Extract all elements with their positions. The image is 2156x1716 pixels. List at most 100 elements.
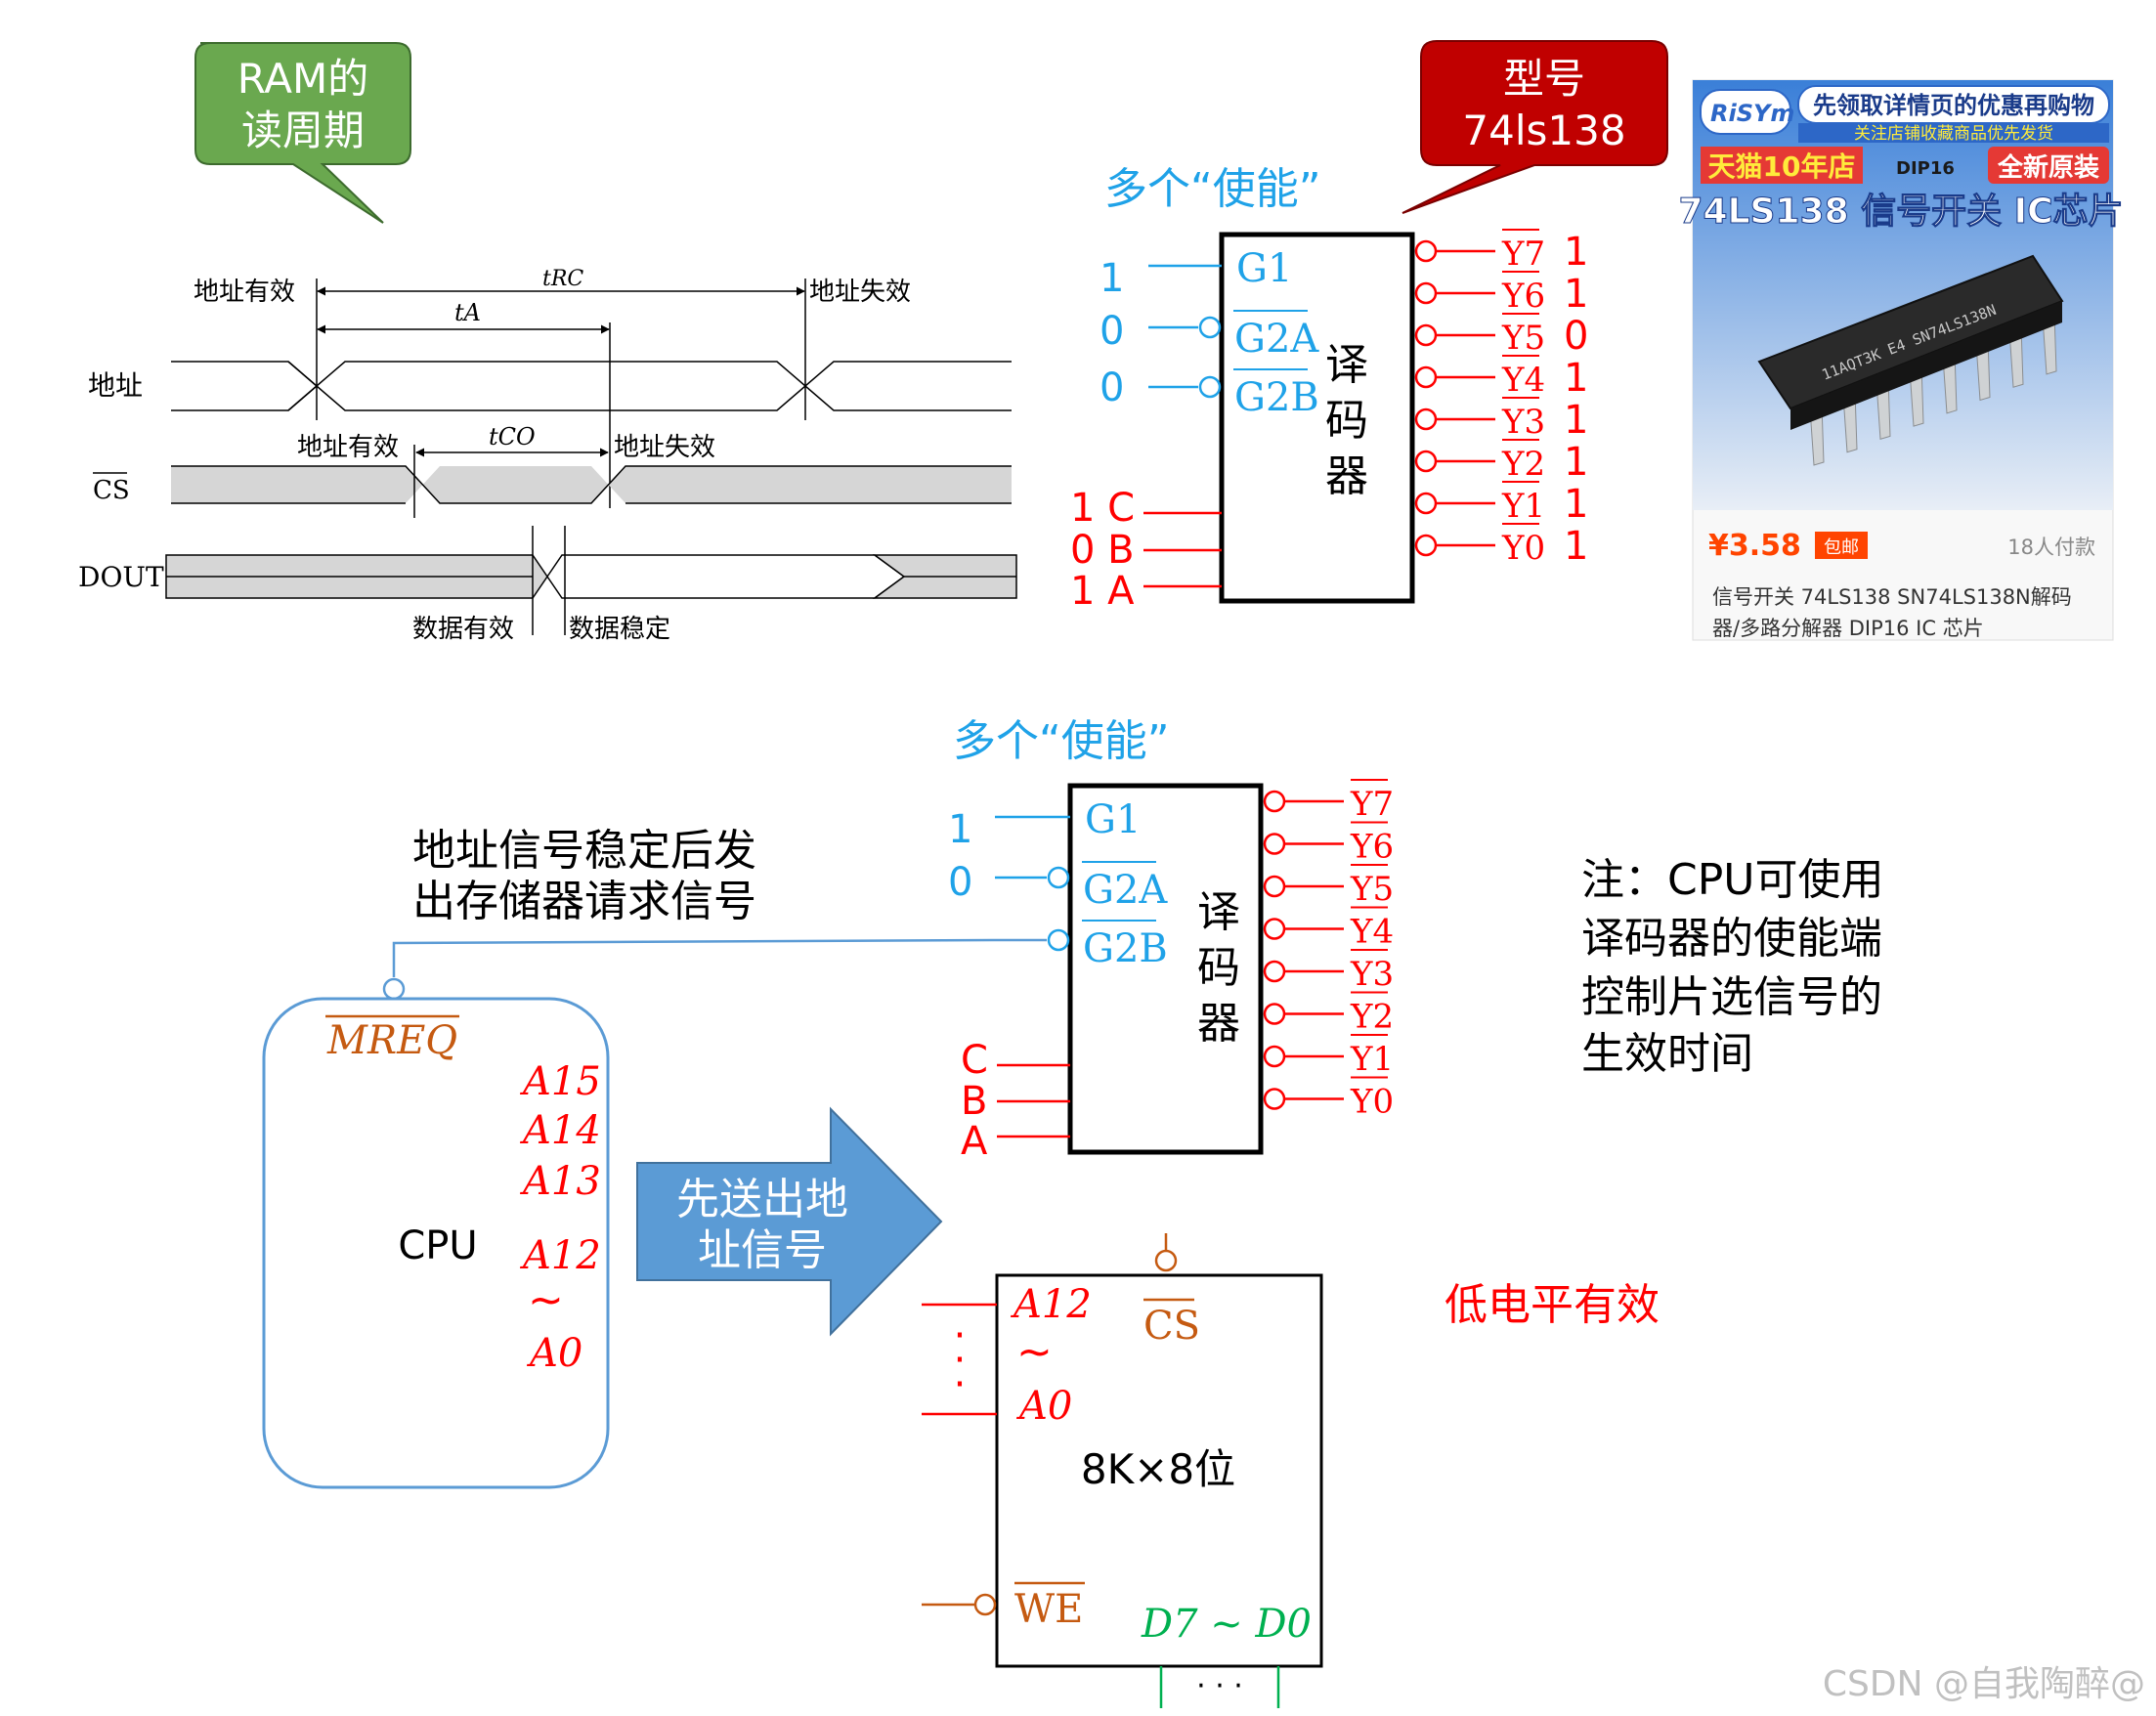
decoder-top-pin-bubble bbox=[1414, 492, 1438, 515]
decoder-title-top-3: 器 bbox=[1325, 451, 1368, 501]
decoder-top-box bbox=[1219, 232, 1415, 604]
csdn-watermark: CSDN @自我陶醉@ bbox=[1823, 1664, 2145, 1704]
decoder-bottom-pin-bubble bbox=[1263, 875, 1286, 898]
mem-cs: CS bbox=[1143, 1304, 1200, 1349]
cpu-a13: A13 bbox=[519, 1159, 601, 1204]
cpu-box bbox=[262, 997, 610, 1489]
decoder-bottom-output-label: Y4 bbox=[1350, 913, 1394, 952]
decoder-title-bottom-3: 器 bbox=[1197, 999, 1240, 1049]
decoder-bottom: 多个“使能” G1 G2A G2B 1 0 C B A 译 码 器 Y7Y6Y5… bbox=[948, 716, 1394, 1164]
g2b-label-bottom: G2B bbox=[1083, 926, 1168, 971]
arrow-line-2: 址信号 bbox=[698, 1225, 827, 1275]
brand-logo: RiSYm bbox=[1710, 100, 1794, 127]
side-note-line-1: 注：CPU可使用 bbox=[1581, 855, 1883, 905]
shipping-tag: 包邮 bbox=[1824, 537, 1859, 558]
decoder-bottom-pin-bubble bbox=[1263, 790, 1286, 813]
cpu-a15: A15 bbox=[519, 1059, 601, 1104]
decoder-bottom-output-label: Y7 bbox=[1350, 785, 1394, 824]
decoder-bottom-pin-bubble bbox=[1263, 918, 1286, 940]
memory-box bbox=[995, 1273, 1323, 1668]
data-stable-label: 数据稳定 bbox=[569, 615, 670, 644]
decoder-top-pin-bubble bbox=[1414, 408, 1438, 431]
decoder-bottom-pin-bubble bbox=[1263, 833, 1286, 855]
addr-invalid-label-2: 地址失效 bbox=[614, 433, 715, 462]
g2a-value-top: 0 bbox=[1100, 309, 1124, 354]
decoder-top-output-label: Y1 bbox=[1501, 487, 1545, 526]
g2b-value-top: 0 bbox=[1100, 365, 1124, 410]
decoder-top-pin-bubble bbox=[1414, 323, 1438, 347]
g2b-label-top: G2B bbox=[1234, 375, 1319, 420]
decoder-top-pin-bubble bbox=[1414, 365, 1438, 389]
decoder-top-output-value: 1 bbox=[1564, 230, 1588, 275]
callout-ram-read: RAM的 读周期 bbox=[194, 42, 411, 224]
cpu-a0: A0 bbox=[526, 1331, 582, 1376]
decoder-top-pin-bubble bbox=[1414, 239, 1438, 263]
c-input-bottom: C bbox=[961, 1038, 988, 1083]
mem-dot-3: · bbox=[954, 1362, 967, 1407]
cpu-note-line-1: 地址信号稳定后发 bbox=[412, 826, 756, 876]
mreq-wire bbox=[392, 938, 1047, 977]
decoder-top-pin-bubble bbox=[1414, 534, 1438, 557]
b-input-top: 0 B bbox=[1070, 528, 1135, 573]
decoder-title-top-1: 译 bbox=[1325, 340, 1368, 390]
a-input-top: 1 A bbox=[1070, 569, 1135, 614]
g1-value-bottom: 1 bbox=[948, 807, 972, 852]
arrow-line-1: 先送出地 bbox=[676, 1175, 848, 1224]
mem-a0: A0 bbox=[1015, 1384, 1072, 1429]
data-valid-label: 数据有效 bbox=[412, 615, 514, 644]
cpu-a14: A14 bbox=[519, 1108, 601, 1153]
product-desc-2: 器/多路分解器 DIP16 IC 芯片 bbox=[1712, 617, 1984, 640]
decoder-top-output-value: 0 bbox=[1564, 314, 1588, 359]
memory-chip: · · · A12 ~ A0 CS 8K×8位 WE D7 ~ D0 · · · bbox=[922, 1233, 1323, 1708]
decoder-bottom-box bbox=[1067, 783, 1264, 1155]
c-input-top: 1 C bbox=[1070, 486, 1135, 531]
cpu-block: 地址信号稳定后发 出存储器请求信号 MREQ A15 A14 A13 A12 ~… bbox=[262, 826, 1047, 1489]
callout-model: 型号 74ls138 bbox=[1401, 40, 1668, 214]
decoder-top-output-label: Y6 bbox=[1501, 277, 1545, 316]
cpu-tilde: ~ bbox=[528, 1275, 564, 1325]
decoder-top-output-value: 1 bbox=[1564, 440, 1588, 485]
addr-valid-label-2: 地址有效 bbox=[297, 433, 399, 462]
decoder-bottom-pin-bubble bbox=[1263, 1003, 1286, 1025]
callout-model-line2: 74ls138 bbox=[1462, 107, 1625, 154]
product-desc-1: 信号开关 74LS138 SN74LS138N解码 bbox=[1712, 585, 2072, 609]
decoder-bottom-output-label: Y2 bbox=[1350, 998, 1394, 1037]
decoder-title-top-2: 码 bbox=[1325, 396, 1368, 446]
product-card: RiSYm 先领取详情页的优惠再购物 关注店铺收藏商品优先发货 天猫10年店 D… bbox=[1678, 79, 2124, 641]
package-tag: DIP16 bbox=[1896, 158, 1955, 179]
mem-data-ellipsis: · · · bbox=[1196, 1669, 1243, 1703]
g2a-value-bottom: 0 bbox=[948, 860, 972, 905]
timing-diagram: tRC tA 地址有效 地址失效 地址 地址有效 地址失效 tCO CS DOU… bbox=[78, 267, 1017, 644]
price: ¥3.58 bbox=[1708, 529, 1801, 563]
ic-chip-image: 11AQT3K E4 SN74LS138N bbox=[1757, 254, 2064, 466]
decoder-top-output-value: 1 bbox=[1564, 356, 1588, 401]
callout-ram-line2: 读周期 bbox=[241, 107, 365, 154]
cs-row-label: CS bbox=[93, 476, 130, 505]
mem-size: 8K×8位 bbox=[1081, 1445, 1235, 1493]
callout-ram-line1: RAM的 bbox=[237, 55, 368, 103]
addr-invalid-label-1: 地址失效 bbox=[809, 278, 911, 307]
enable-label-top: 多个“使能” bbox=[1104, 164, 1321, 214]
g1-label-bottom: G1 bbox=[1085, 797, 1141, 842]
dout-row-label: DOUT bbox=[78, 561, 164, 593]
addr-valid-label-1: 地址有效 bbox=[194, 278, 295, 307]
mem-we: WE bbox=[1014, 1587, 1083, 1632]
addr-row-label: 地址 bbox=[88, 369, 143, 402]
decoder-bottom-output-label: Y6 bbox=[1350, 828, 1394, 867]
buyer-count: 18人付款 bbox=[2007, 536, 2095, 559]
b-input-bottom: B bbox=[961, 1079, 987, 1124]
decoder-top-output-label: Y0 bbox=[1501, 529, 1545, 568]
decoder-top-output-value: 1 bbox=[1564, 398, 1588, 443]
cpu-label: CPU bbox=[398, 1223, 477, 1268]
decoder-title-bottom-1: 译 bbox=[1197, 887, 1240, 937]
g1-value-top: 1 bbox=[1100, 256, 1124, 301]
callout-model-line1: 型号 bbox=[1503, 55, 1585, 103]
decoder-bottom-pin-bubble bbox=[1263, 960, 1286, 983]
ta-label: tA bbox=[454, 299, 481, 326]
decoder-bottom-output-label: Y1 bbox=[1350, 1040, 1394, 1079]
decoder-bottom-pin-bubble bbox=[1263, 1088, 1286, 1110]
g2a-label-top: G2A bbox=[1234, 317, 1319, 362]
